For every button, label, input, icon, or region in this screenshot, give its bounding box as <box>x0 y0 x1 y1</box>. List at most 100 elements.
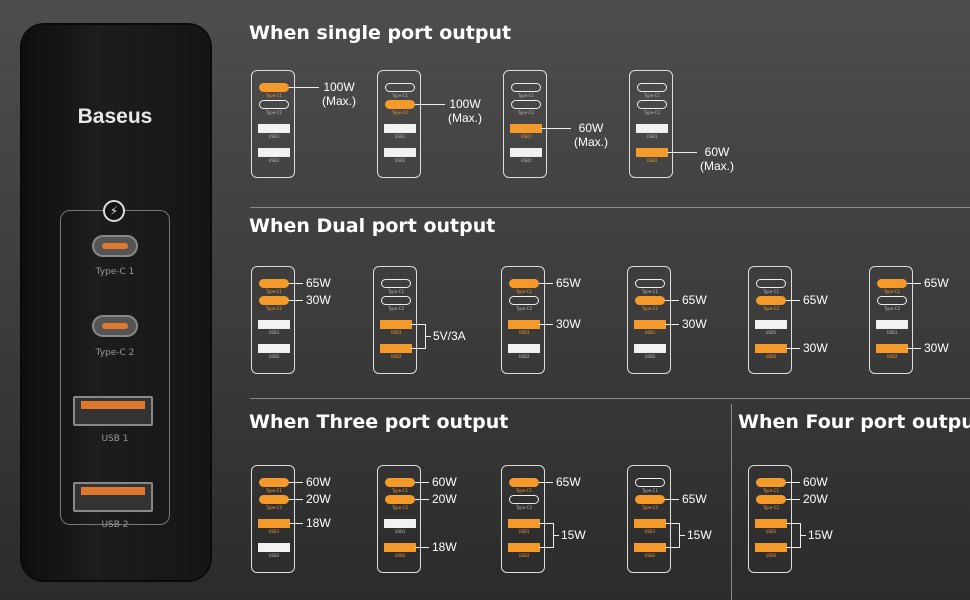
divider <box>250 207 970 208</box>
port-label: USB2 <box>390 354 402 359</box>
connector-line <box>415 547 429 548</box>
wattage-text: 20W <box>306 492 331 506</box>
wattage-text: 30W <box>924 341 949 355</box>
wattage-label: 30W <box>924 341 949 355</box>
port-label: USB2 <box>765 553 777 558</box>
wattage-text: 65W <box>556 276 581 290</box>
wattage-text: 65W <box>682 293 707 307</box>
port-label: Type-C2 <box>266 110 282 115</box>
wattage-text: 65W <box>803 293 828 307</box>
type-c-port-idle <box>509 296 539 305</box>
wattage-label: 20W <box>432 492 457 506</box>
usb-port-idle <box>258 543 290 552</box>
usb2-port <box>73 482 153 512</box>
port-label: Type-C1 <box>763 289 779 294</box>
type-c-port-active <box>877 279 907 288</box>
type-c-port-active <box>635 296 665 305</box>
section-title-single: When single port output <box>249 22 512 44</box>
connector-line <box>541 128 571 129</box>
port-label: Type-C2 <box>516 306 532 311</box>
port-label: Type-C2 <box>392 505 408 510</box>
port-label: USB1 <box>644 330 656 335</box>
port-label: Type-C2 <box>644 110 660 115</box>
port-label: Type-C2 <box>642 306 658 311</box>
usb-port-active <box>634 519 666 528</box>
usb-port-active <box>876 344 908 353</box>
port-label: USB1 <box>886 330 898 335</box>
connector-line <box>665 523 679 524</box>
port-label: Type-C1 <box>763 488 779 493</box>
wattage-text: (Max.) <box>322 94 356 108</box>
wattage-label: 15W <box>561 528 586 542</box>
port-label: USB1 <box>520 134 532 139</box>
connector-line <box>289 283 303 284</box>
connector-line <box>415 482 429 483</box>
usb-port-active <box>258 519 290 528</box>
wattage-text: (Max.) <box>700 159 734 173</box>
port-label: Type-C1 <box>642 488 658 493</box>
port-label: USB2 <box>518 354 530 359</box>
type-c-port-active <box>509 478 539 487</box>
connector-line <box>665 324 679 325</box>
usb-port-idle <box>258 148 290 157</box>
usb-port-active <box>634 543 666 552</box>
wattage-label: 18W <box>306 516 331 530</box>
port-label: Type-C2 <box>388 306 404 311</box>
connector-line <box>667 152 697 153</box>
usb-port-active <box>380 344 412 353</box>
section-title-four: When Four port output <box>738 411 970 433</box>
port-label: Type-C1 <box>392 488 408 493</box>
wattage-label: 100W(Max.) <box>322 80 356 108</box>
type-c2-label: Type-C 2 <box>95 348 135 358</box>
connector-line <box>539 482 553 483</box>
wattage-label: 65W <box>306 276 331 290</box>
port-label: USB1 <box>394 134 406 139</box>
usb-port-active <box>510 124 542 133</box>
port-label: Type-C1 <box>266 289 282 294</box>
wattage-label: 30W <box>306 293 331 307</box>
wattage-text: 65W <box>556 475 581 489</box>
wattage-text: 65W <box>924 276 949 290</box>
type-c-port-idle <box>385 83 415 92</box>
wattage-text: 60W <box>803 475 828 489</box>
wattage-label: 65W <box>682 492 707 506</box>
connector-line <box>665 547 679 548</box>
wattage-label: 18W <box>432 540 457 554</box>
wattage-label: 15W <box>687 528 712 542</box>
type-c-port-idle <box>756 279 786 288</box>
type-c-port-idle <box>637 100 667 109</box>
wattage-text: 65W <box>306 276 331 290</box>
port-label: Type-C2 <box>266 306 282 311</box>
type-c-port-active <box>509 279 539 288</box>
port-label: Type-C2 <box>266 505 282 510</box>
section-title-three: When Three port output <box>249 411 509 433</box>
usb-port-active <box>636 148 668 157</box>
port-label: USB2 <box>518 553 530 558</box>
type-c-port-idle <box>877 296 907 305</box>
connector-line <box>800 535 806 536</box>
port-label: Type-C2 <box>518 110 534 115</box>
usb-port-idle <box>384 124 416 133</box>
port-label: USB1 <box>518 330 530 335</box>
type-c1-port <box>92 235 138 257</box>
connector-line <box>539 324 553 325</box>
port-label: USB2 <box>394 553 406 558</box>
usb-port-active <box>508 519 540 528</box>
connector-line <box>786 300 800 301</box>
usb-port-active <box>380 320 412 329</box>
type-c-port-active <box>756 296 786 305</box>
wattage-text: (Max.) <box>574 135 608 149</box>
type-c-port-idle <box>635 478 665 487</box>
port-label: Type-C1 <box>516 488 532 493</box>
wattage-text: 30W <box>556 317 581 331</box>
wattage-text: 65W <box>682 492 707 506</box>
usb-port-idle <box>508 344 540 353</box>
